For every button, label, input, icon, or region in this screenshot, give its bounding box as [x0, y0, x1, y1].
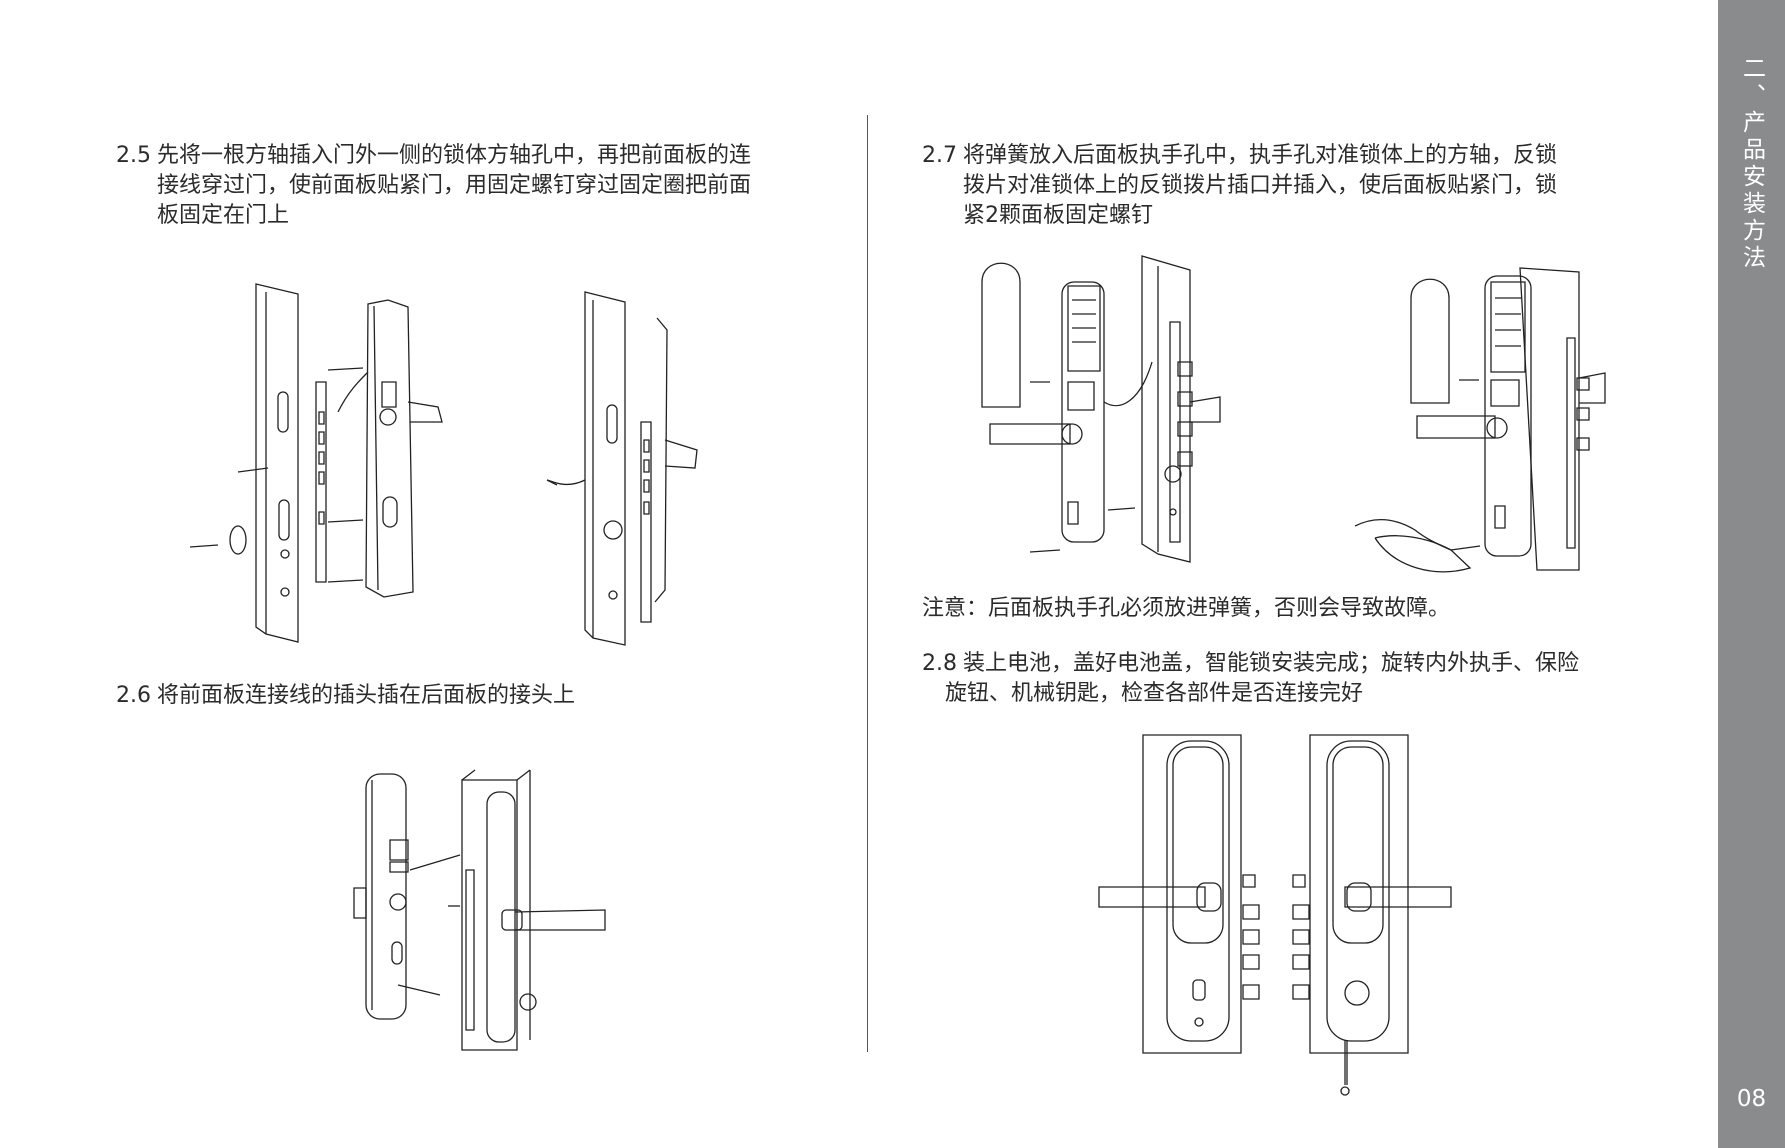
column-divider — [867, 115, 868, 1052]
illustration-2-7-rear-panel-attach — [980, 252, 1245, 562]
step-line: 接线穿过门，使前面板贴紧门，用固定螺钉穿过固定圈把前面 — [157, 173, 752, 198]
illustration-2-6-connector — [350, 770, 615, 1055]
caution-note: 注意：后面板执手孔必须放进弹簧，否则会导致故障。 — [922, 596, 1451, 621]
step-line: 紧2颗面板固定螺钉 — [963, 203, 1153, 228]
section-title: 二、产品安装方法 — [1738, 56, 1765, 272]
illustration-2-5-mounted — [545, 290, 715, 650]
illustration-2-7-screw-fastening — [1355, 268, 1635, 588]
section-sidebar: 二、产品安装方法 08 — [1718, 0, 1785, 1148]
step-number: 2.6 — [116, 683, 151, 708]
step-line: 板固定在门上 — [157, 203, 290, 228]
step-number: 2.7 — [922, 143, 957, 168]
illustration-2-8-completed-lock — [1095, 735, 1455, 1100]
illustration-2-5-front-panel-mount — [188, 282, 478, 652]
page-number: 08 — [1736, 1086, 1767, 1112]
step-line: 旋钮、机械钥匙，检查各部件是否连接完好 — [945, 681, 1364, 706]
step-line: 拨片对准锁体上的反锁拨片插口并插入，使后面板贴紧门，锁 — [963, 173, 1558, 198]
step-line: 将弹簧放入后面板执手孔中，执手孔对准锁体上的方轴，反锁 — [963, 143, 1558, 168]
step-line: 将前面板连接线的插头插在后面板的接头上 — [157, 683, 576, 708]
step-line: 装上电池，盖好电池盖，智能锁安装完成；旋转内外执手、保险 — [963, 651, 1580, 676]
step-number: 2.8 — [922, 651, 957, 676]
step-line: 先将一根方轴插入门外一侧的锁体方轴孔中，再把前面板的连 — [157, 143, 752, 168]
step-number: 2.5 — [116, 143, 151, 168]
